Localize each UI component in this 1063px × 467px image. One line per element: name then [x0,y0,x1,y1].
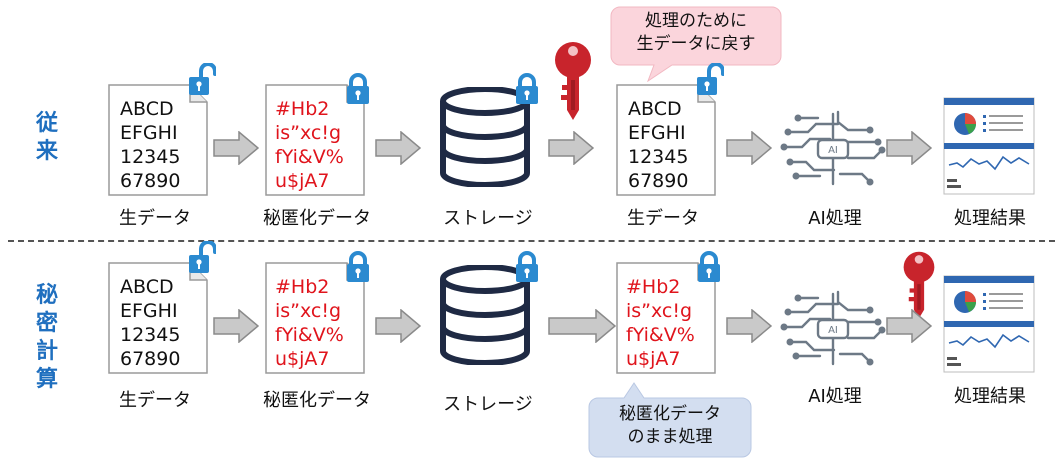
raw-data-text: ABCD EFGHI 12345 67890 [120,276,181,370]
caption-raw-data: 生データ [627,208,699,229]
row-label-char: 従 [35,111,58,136]
raw-data-text: ABCD EFGHI 12345 67890 [628,98,689,192]
dashboard-result-icon [943,97,1035,195]
caption-storage: ストレージ [443,394,533,415]
callout-bubble [588,382,752,458]
encrypted-data-text: #Hb2 is”xc!g fYi&V% u$jA7 [275,276,344,370]
callout-restore-raw: 処理のために 生データに戻す [612,10,780,56]
caption-result: 処理結果 [954,386,1026,407]
caption-raw-data: 生データ [119,208,191,229]
lock-closed-icon [514,251,540,283]
row-label-char: 来 [35,139,58,164]
callout-line: 秘匿化データ [619,404,721,424]
arrow-right-icon [548,131,594,165]
callout-process-encrypted: 秘匿化データ のまま処理 [590,403,750,449]
row-label-char: 算 [35,367,58,392]
callout-bubble [610,6,782,82]
row-divider [8,240,1055,242]
callout-line: 処理のために [645,11,747,31]
lock-closed-icon [514,73,540,105]
arrow-right-icon [213,131,259,165]
caption-ai-processing: AI処理 [808,208,862,229]
row-label-conventional: 従 来 [27,110,67,166]
key-icon [548,40,598,122]
dashboard-result-icon [943,275,1035,373]
caption-ai-processing: AI処理 [808,386,862,407]
caption-encrypted-data: 秘匿化データ [263,390,371,411]
caption-result: 処理結果 [954,208,1026,229]
arrow-right-icon [886,309,932,343]
lock-closed-icon [345,251,371,283]
arrow-right-icon [548,309,616,343]
lock-open-icon [188,241,216,275]
row-label-char: 密 [35,311,58,336]
raw-data-text: ABCD EFGHI 12345 67890 [120,98,181,192]
row-label-char: 計 [35,339,58,364]
lock-open-icon [696,63,724,97]
ai-brain-icon [778,102,888,192]
arrow-right-icon [726,131,772,165]
arrow-right-icon [375,309,421,343]
caption-storage: ストレージ [443,208,533,229]
caption-raw-data: 生データ [119,390,191,411]
row-label-char: 秘 [35,283,58,308]
callout-line: 生データに戻す [636,34,756,54]
caption-encrypted-data: 秘匿化データ [263,208,371,229]
row-label-secure: 秘 密 計 算 [27,282,67,394]
ai-brain-icon [778,282,888,372]
arrow-right-icon [213,309,259,343]
lock-open-icon [188,63,216,97]
arrow-right-icon [726,309,772,343]
lock-closed-icon [345,73,371,105]
encrypted-data-text: #Hb2 is”xc!g fYi&V% u$jA7 [275,98,344,192]
callout-line: のまま処理 [627,427,713,447]
arrow-right-icon [375,131,421,165]
encrypted-data-text: #Hb2 is”xc!g fYi&V% u$jA7 [626,276,695,370]
arrow-right-icon [886,131,932,165]
lock-closed-icon [696,251,722,283]
